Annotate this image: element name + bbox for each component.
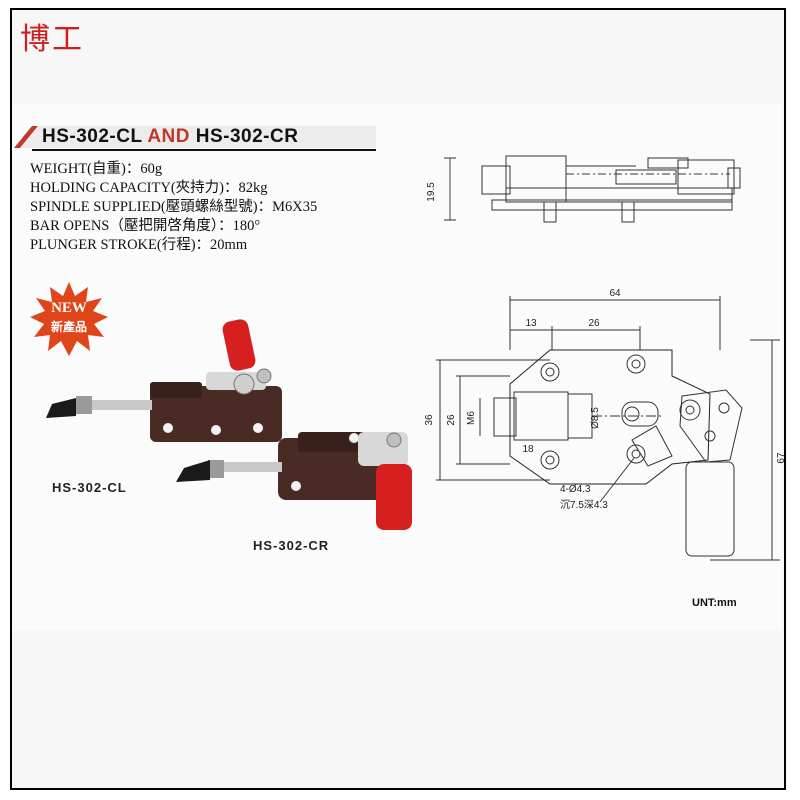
spec-weight: WEIGHT(自重)：60g [30,161,163,177]
new-badge: NEW 新產品 [30,282,108,356]
dim-26-top: 26 [588,318,600,329]
brand-logo: 博工 [20,22,84,57]
spec-plunger-stroke: PLUNGER STROKE(行程)：20mm [30,237,248,253]
dim-13: 13 [525,318,537,329]
unit-label: UNT:mm [692,597,737,609]
title-part-2: HS-302-CR [189,126,299,147]
dim-26-side: 26 [446,414,457,426]
dim-phi-8-5: Ø8.5 [590,407,601,429]
spec-spindle: SPINDLE SUPPLIED(壓頭螺絲型號)：M6X35 [30,199,318,215]
catalog-sheet [12,104,782,630]
spec-holding-capacity: HOLDING CAPACITY(夾持力)：82kg [30,180,268,196]
technical-drawing: 19.5 64 13 26 36 26 M6 Ø8.5 18 67 4-Ø4.3… [424,155,787,561]
dim-18: 18 [522,444,534,455]
dim-19-5: 19.5 [426,182,437,202]
clamp-cl-image [46,319,282,442]
product-photos [46,319,412,530]
title-bar: HS-302-CL AND HS-302-CR [14,124,376,152]
title-and: AND [147,126,190,147]
dim-67: 67 [776,452,787,464]
hole-note-2: 沉7.5深4.3 [560,498,608,511]
badge-new-text: NEW [51,300,87,316]
badge-new-product-text: 新產品 [50,320,87,334]
spec-list: WEIGHT(自重)：60g HOLDING CAPACITY(夾持力)：82k… [30,160,317,255]
dim-m6: M6 [466,411,477,425]
product-title: HS-302-CL AND HS-302-CR [42,126,298,148]
spec-bar-opens: BAR OPENS（壓把開啓角度）：180° [30,218,261,234]
dim-36: 36 [424,414,435,426]
side-view [444,155,741,223]
model-label-cr: HS-302-CR [253,538,330,553]
title-bar-decoration [14,126,376,151]
starburst-icon [30,282,108,356]
title-part-1: HS-302-CL [42,126,148,147]
dim-64: 64 [609,288,621,299]
hole-note-1: 4-Ø4.3 [560,484,591,495]
model-label-cl: HS-302-CL [52,480,127,495]
plan-view [436,296,780,561]
clamp-cr-image [176,432,412,530]
